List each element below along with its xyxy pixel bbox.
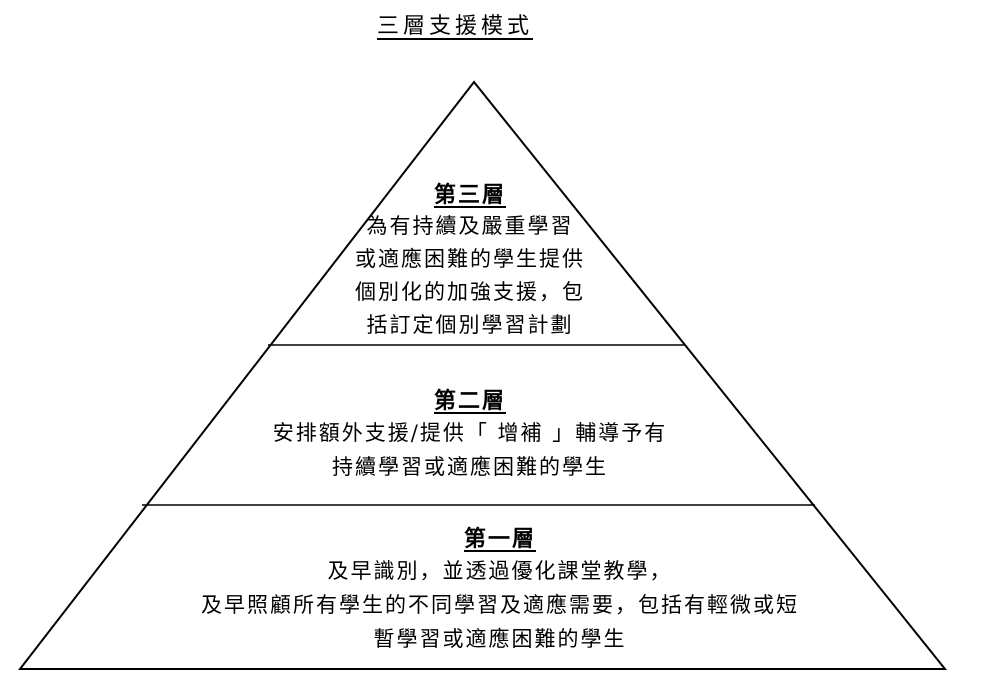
tier-one-heading: 第一層 (463, 526, 536, 552)
tier-two: 第二層 安排額外支援/提供「 增補 」輔導予有 持續學習或適應困難的學生 (190, 386, 750, 484)
tier-two-line-2: 持續學習或適應困難的學生 (332, 455, 608, 479)
tier-three: 第三層 為有持續及嚴重學習 或適應困難的學生提供 個別化的加強支援，包 括訂定個… (320, 180, 620, 342)
tier-three-line-2: 或適應困難的學生提供 (355, 247, 585, 271)
diagram-title: 三層支援模式 (376, 14, 533, 39)
tier-one-line-3: 暫學習或適應困難的學生 (373, 627, 627, 651)
tier-two-heading: 第二層 (433, 388, 506, 414)
pyramid-outline (17, 80, 948, 670)
tier-three-line-1: 為有持續及嚴重學習 (366, 214, 574, 238)
tier-one-line-2: 及早照顧所有學生的不同學習及適應需要，包括有輕微或短 (201, 593, 799, 617)
tier-one-line-1: 及早識別，並透過優化課堂教學， (327, 559, 673, 583)
tier-three-line-3: 個別化的加強支援，包 (355, 280, 585, 304)
tier-three-heading: 第三層 (433, 182, 506, 208)
tier-two-line-1: 安排額外支援/提供「 增補 」輔導予有 (272, 421, 668, 445)
tier-three-line-4: 括訂定個別學習計劃 (366, 313, 574, 337)
tier-one: 第一層 及早識別，並透過優化課堂教學， 及早照顧所有學生的不同學習及適應需要，包… (100, 524, 900, 656)
